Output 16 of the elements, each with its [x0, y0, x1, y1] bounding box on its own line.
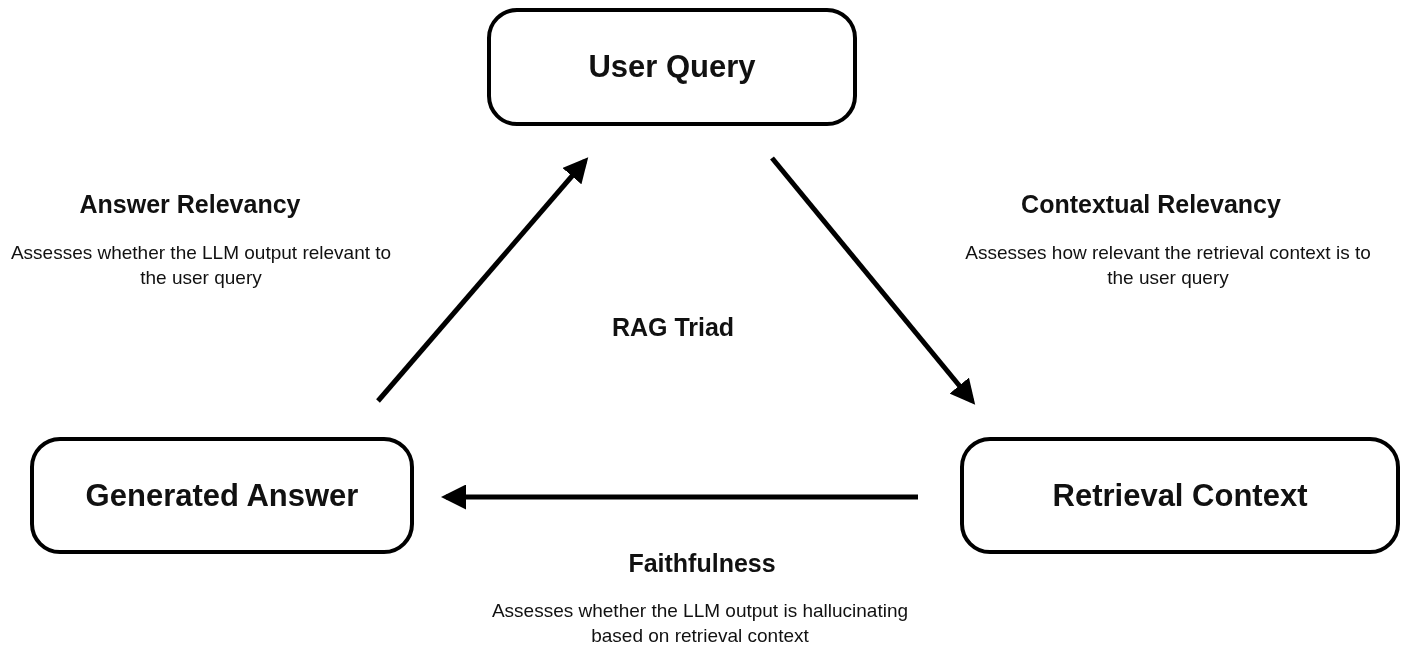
process-box [487, 8, 857, 126]
node-label: Generated Answer [85, 477, 359, 514]
arrow [770, 156, 976, 405]
metric-title: RAG Triad [610, 312, 736, 343]
metric-title: Answer Relevancy [78, 189, 302, 220]
node-label: Retrieval Context [1052, 477, 1308, 514]
metric-description: Assesses how relevant the retrieval context is to the user query [964, 241, 1372, 290]
node-label: User Query [588, 49, 756, 85]
arrow [376, 157, 589, 403]
process-box [960, 437, 1400, 554]
process-box [30, 437, 414, 554]
metric-title: Contextual Relevancy [1020, 189, 1282, 220]
metric-description: Assesses whether the LLM output relevant to the user query [9, 241, 393, 290]
arrow [441, 484, 918, 510]
metric-description: Assesses whether the LLM output is hallucinating based on retrieval context [490, 599, 910, 648]
metric-title: Faithfulness [627, 548, 777, 579]
